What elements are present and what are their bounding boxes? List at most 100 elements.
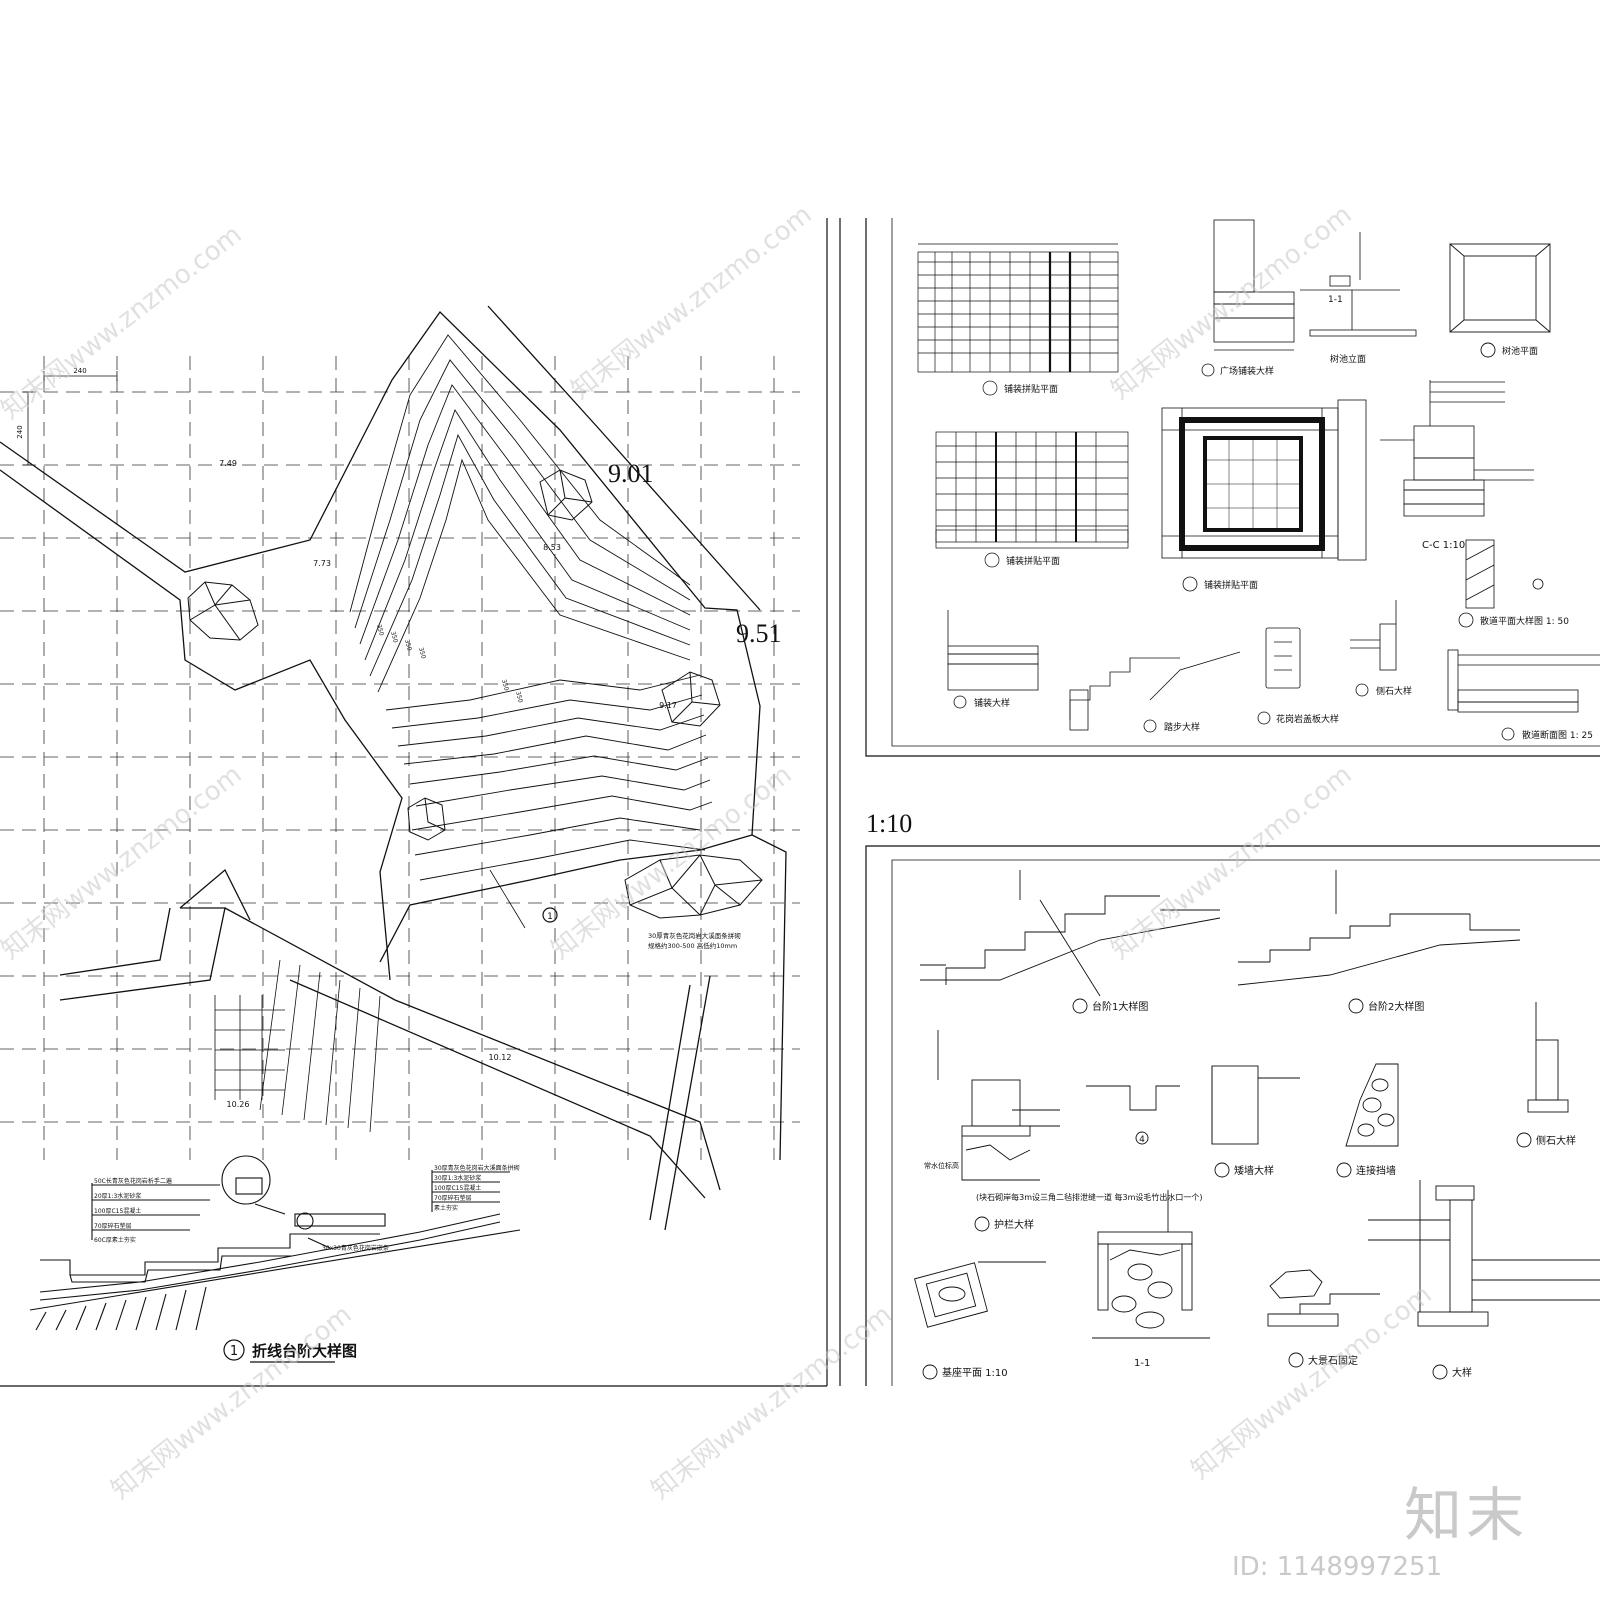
- paving-plan-2: [935, 431, 1129, 568]
- caption-br-3: 护栏大样: [994, 1218, 1034, 1231]
- curb-detail-5: [1350, 600, 1397, 697]
- paving-detail-a: [947, 610, 1039, 709]
- rock-cluster-4: [407, 797, 446, 841]
- caption-br-5: 侧石大样: [1536, 1134, 1576, 1147]
- step-detail-b: [1069, 651, 1241, 733]
- grid-dimensions: [23, 371, 118, 466]
- watermark-layer: 知末网www.znzmo.com 知末网www.znzmo.com 知末网www…: [0, 200, 1438, 1506]
- caption-br-9: 矮墙大样: [1234, 1164, 1274, 1177]
- retaining-wall-10: [1336, 1063, 1399, 1178]
- caption-br-8: 大样: [1452, 1366, 1472, 1379]
- caption-br-6: 基座平面 1:10: [942, 1366, 1008, 1379]
- bottom-right-frame: [865, 845, 1600, 1386]
- step-width-6: 350: [514, 691, 524, 704]
- survey-grid: [0, 356, 800, 1160]
- section-11-bottom: 1-1: [1134, 1358, 1150, 1369]
- top-right-inner-frame: [891, 218, 1600, 747]
- rock-cluster-1: [187, 581, 259, 641]
- step-detail-2: [1237, 870, 1521, 1014]
- layer-a-5: 60C厚素土夯实: [94, 1236, 136, 1244]
- left-title-circle: [223, 1339, 245, 1361]
- walk-plan-7: [1458, 539, 1544, 628]
- caption-tr-1: 铺装拼贴平面: [1004, 383, 1058, 395]
- top-right-labels: 铺装拼贴平面 铺装拼贴平面 铺装拼贴平面 树池平面 广场铺装大样 树池立面 铺装…: [866, 295, 1593, 838]
- paving-note-2: 规格约300-500 高低约10mm: [648, 941, 737, 950]
- caption-tr-d: 散道断面图 1: 25: [1522, 729, 1593, 741]
- left-title-index: 1: [230, 1344, 238, 1359]
- elevation-8-53: 8.53: [543, 543, 561, 552]
- layer-b-4: 70厚碎石垫层: [434, 1194, 472, 1202]
- terrace-outline: [0, 305, 787, 1231]
- elevation-10-26: 10.26: [227, 1100, 250, 1109]
- caption-tr-6: 花岗岩盖板大样: [1276, 713, 1339, 725]
- caption-tr-b: 踏步大样: [1164, 721, 1200, 733]
- caption-tr-pool-elev: 树池立面: [1330, 353, 1366, 365]
- plan-callout-index: 1: [547, 912, 553, 922]
- layer-b-2: 30厚1:3水泥砂浆: [434, 1174, 481, 1182]
- top-right-sheet: [839, 218, 1600, 1386]
- detail-4-index: 4: [1139, 1135, 1145, 1145]
- left-sheet-labels: 240 240 7.49 7.73 8.53 9.01 9.51 9.17 10…: [16, 367, 782, 1360]
- paving-plan-3: [1161, 399, 1367, 592]
- elevation-9-17: 9.17: [659, 701, 677, 710]
- tree-pool-elevation: [1300, 232, 1417, 337]
- paving-note-1: 30厚青灰色花岗岩大溪面条拼砌: [648, 931, 741, 940]
- rock-cluster-2: [539, 469, 593, 521]
- step-width-5: 350: [500, 679, 510, 692]
- section-note: 30x30青灰色花岗岩嵌条: [322, 1244, 389, 1252]
- left-sheet-title: 折线台阶大样图: [252, 1342, 357, 1360]
- image-id-label: ID: 1148997251: [1232, 1552, 1443, 1582]
- caption-br-10: 连接挡墙: [1356, 1164, 1396, 1177]
- brand-logo: 知末: [1404, 1481, 1529, 1549]
- elevation-7-73: 7.73: [313, 559, 331, 568]
- step-contours: [349, 334, 713, 881]
- layer-b-3: 100厚C15混凝土: [434, 1184, 481, 1192]
- section-cc-label: C-C 1:10: [1422, 540, 1465, 551]
- watermark-text: 知末网www.znzmo.com: [1186, 1280, 1438, 1486]
- elevation-9-51: 9.51: [736, 619, 782, 648]
- step-detail-1: [920, 870, 1221, 1014]
- watermark-text: 知末网www.znzmo.com: [0, 220, 248, 426]
- top-right-frame: [865, 218, 1600, 757]
- watermark-text: 知末网www.znzmo.com: [566, 200, 818, 406]
- bottom-right-inner-frame: [891, 859, 1600, 1386]
- plaza-paving-detail: [1201, 219, 1295, 377]
- step-width-3: 350: [403, 639, 413, 652]
- step-section: [29, 1155, 521, 1331]
- step-width-2: 350: [389, 631, 399, 644]
- elevation-10-12: 10.12: [489, 1053, 512, 1062]
- caption-tr-a2: 铺装大样: [974, 697, 1010, 709]
- paving-plan-1: [917, 243, 1119, 396]
- layer-a-2: 20厚1:3水泥砂浆: [94, 1192, 141, 1200]
- layer-b-5: 素土夯实: [434, 1204, 458, 1212]
- granite-cover-6: [1257, 627, 1301, 725]
- elevation-9-01: 9.01: [608, 459, 654, 488]
- bottom-right-labels: 台阶1大样图 台阶2大样图 护栏大样 矮墙大样 连接挡墙 侧石大样 基座平面 1…: [924, 1000, 1576, 1379]
- guardrail-detail-3: [937, 1030, 1060, 1232]
- caption-br-1: 台阶1大样图: [1092, 1000, 1148, 1013]
- section-cc: [1380, 380, 1534, 517]
- layer-b-1: 30厚青灰色花岗岩大溪面条拼砌: [434, 1164, 520, 1172]
- tree-pool-plan: [1449, 243, 1551, 358]
- plan-callout: [542, 907, 558, 923]
- step-width-4: 350: [417, 647, 427, 660]
- step-width-1: 350: [375, 624, 385, 637]
- guardrail-note: (块石砌岸每3m设三角二毡排泄缝一道 每3m设毛竹出水口一个): [976, 1192, 1203, 1202]
- walk-section-d: [1447, 649, 1600, 741]
- water-level-label: 常水位标高: [924, 1161, 959, 1170]
- watermark-text: 知末网www.znzmo.com: [1106, 760, 1358, 966]
- caption-tr-2: 铺装拼贴平面: [1006, 555, 1060, 567]
- detail-8: [1368, 1180, 1600, 1380]
- rock-cluster-3: [661, 671, 721, 727]
- scale-label: 1:10: [866, 809, 912, 838]
- caption-tr-3: 铺装拼贴平面: [1204, 579, 1258, 591]
- layer-a-1: 50C长青灰色花岗岩析手二遍: [94, 1177, 172, 1185]
- grid-dim-horizontal: 240: [73, 367, 86, 375]
- detail-4: [1086, 1085, 1180, 1145]
- bottom-right-sheet: [865, 845, 1600, 1386]
- caption-tr-7: 散道平面大样图 1: 50: [1480, 615, 1569, 627]
- paving-hatch: [214, 869, 526, 1133]
- caption-tr-4: 树池平面: [1502, 345, 1538, 357]
- base-plan-6: [914, 1261, 1046, 1380]
